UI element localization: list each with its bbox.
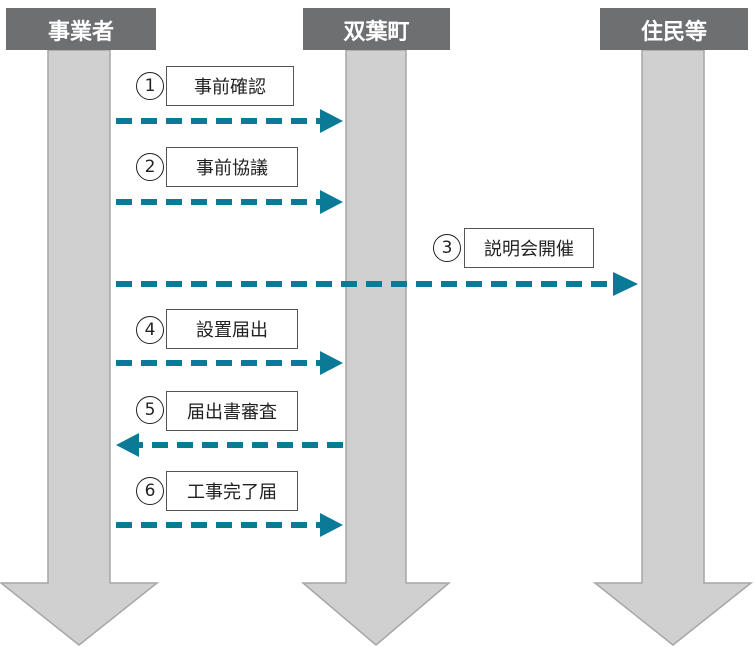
step-5-label: 届出書審査: [166, 391, 298, 431]
arrow-step-5: [116, 433, 343, 457]
lane-town: [300, 49, 452, 646]
lane-operator: [0, 49, 160, 646]
step-1-number: 1: [136, 72, 164, 100]
arrow-step-6: [116, 513, 343, 537]
step-4-number: 4: [136, 316, 164, 344]
arrow-step-4: [116, 351, 343, 375]
lane-residents: [592, 49, 754, 646]
actor-header-town: 双葉町: [303, 8, 450, 50]
arrow-step-1: [116, 109, 343, 133]
step-5-number: 5: [136, 396, 164, 424]
step-3-label: 説明会開催: [464, 228, 594, 268]
arrow-step-3: [116, 272, 638, 296]
actor-header-operator: 事業者: [6, 8, 156, 50]
step-3-number: 3: [433, 234, 461, 262]
actor-header-residents: 住民等: [600, 8, 748, 50]
step-1-label: 事前確認: [166, 66, 294, 106]
step-6-label: 工事完了届: [166, 471, 298, 511]
step-2-label: 事前協議: [166, 147, 298, 187]
step-4-label: 設置届出: [166, 309, 298, 349]
step-6-number: 6: [136, 477, 164, 505]
step-2-number: 2: [136, 153, 164, 181]
arrow-step-2: [116, 190, 343, 214]
